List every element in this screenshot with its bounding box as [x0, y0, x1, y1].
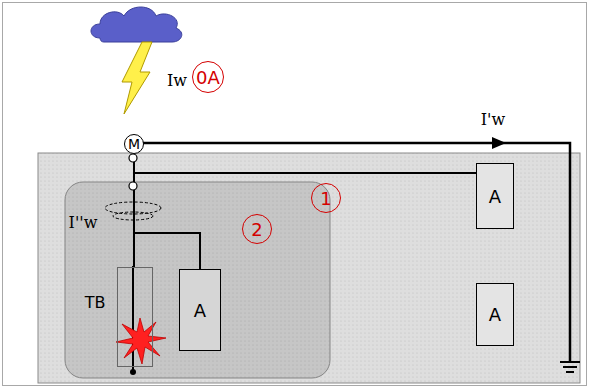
conductor-end-dot: [130, 369, 136, 375]
lightning-bolt: [122, 42, 152, 114]
apparatus-box: A: [476, 163, 514, 229]
zone-1-box: 1AA2TBA: [39, 154, 581, 384]
node-label: A: [489, 304, 501, 325]
zone-entry-point: [129, 182, 137, 190]
zone-entry-point: [129, 154, 137, 162]
conductor-wire: [134, 154, 476, 173]
earthing-conductor: [143, 143, 580, 372]
current-arrowhead: [492, 137, 506, 149]
zone-number: 0A: [192, 61, 224, 93]
conductor: [132, 266, 134, 372]
apparatus-box: A: [179, 269, 221, 351]
node-label: M: [128, 136, 140, 152]
zone-2-box: 2TB A: [66, 183, 331, 379]
conductor-line: [134, 154, 200, 269]
partial-current: I'w: [481, 110, 505, 129]
zone-number: 1: [311, 183, 341, 213]
partial-current: I''w: [69, 213, 98, 232]
node-label: TB: [85, 293, 106, 312]
measuring-point: M: [124, 134, 144, 154]
zone-1-fill: [38, 153, 580, 383]
conductor-line: [134, 154, 476, 173]
conductor-wire: [134, 154, 200, 269]
terminal-block: TB: [117, 267, 153, 367]
zone-number: 2: [242, 214, 272, 244]
node-label: A: [489, 186, 501, 207]
zone-2-fill: [65, 182, 330, 378]
thundercloud: [91, 7, 182, 42]
lightning-current: Iw: [167, 71, 187, 90]
flashover-spark: [116, 318, 166, 364]
apparatus-box: A: [476, 283, 514, 346]
node-label: A: [194, 300, 206, 321]
